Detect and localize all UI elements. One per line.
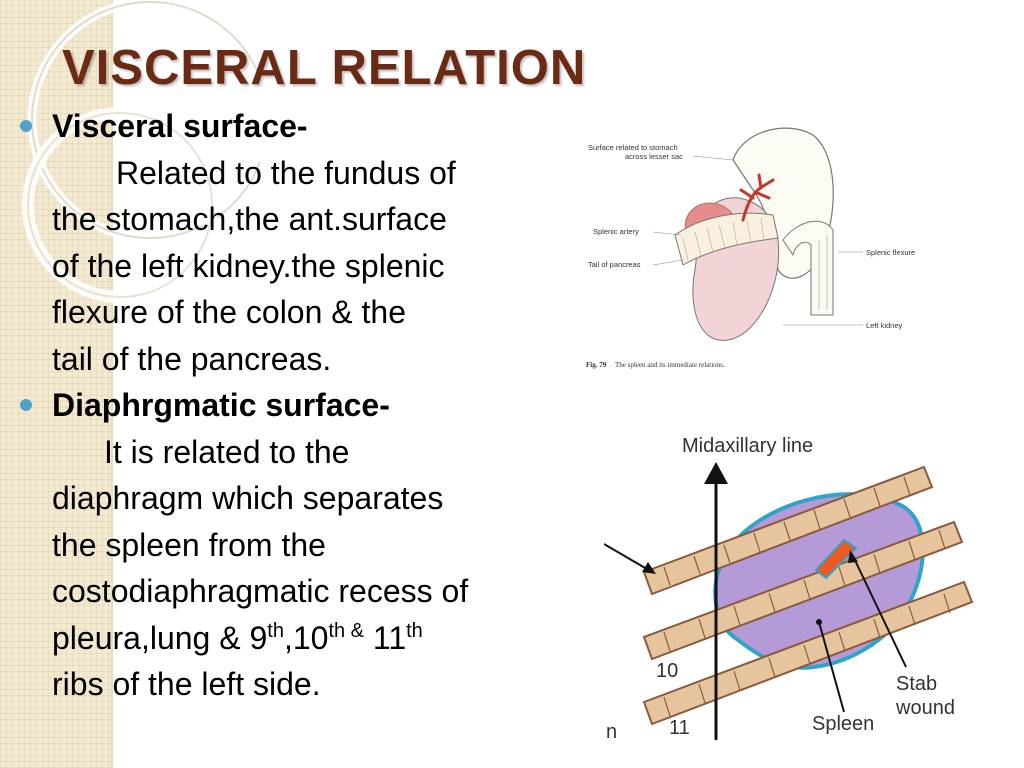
label-tail-pancreas: Tail of pancreas bbox=[588, 260, 641, 269]
bullet-diaphragmatic-surface: Diaphrgmatic surface- bbox=[18, 382, 578, 429]
label-lesser-sac: across lesser sac bbox=[625, 152, 683, 161]
pancreas-tail-shape bbox=[674, 212, 779, 266]
text-line: the stomach,the ant.surface bbox=[52, 201, 447, 237]
text-line: Related to the fundus of bbox=[116, 154, 456, 191]
stab-wound-figure: Midaxillary line 10 11 n Spleen Stab wou… bbox=[604, 435, 974, 740]
bullet-heading: Visceral surface- bbox=[52, 108, 308, 144]
text-line: costodiaphragmatic recess of bbox=[52, 573, 469, 609]
label-splenic-flexure: Splenic flexure bbox=[866, 248, 915, 257]
superscript: th & bbox=[328, 619, 365, 642]
figure-caption-text: The spleen and its immediate relations. bbox=[615, 361, 725, 369]
band-edge bbox=[111, 0, 113, 768]
stab-wound-shape bbox=[814, 538, 858, 580]
decorative-rings bbox=[22, 0, 260, 303]
text-line: diaphragm which separates bbox=[52, 480, 444, 516]
text-line: ribs of the left side. bbox=[52, 666, 321, 702]
bullet-dot-icon bbox=[20, 120, 32, 132]
text-line: It is related to the bbox=[104, 433, 350, 470]
label-stab: Stab bbox=[896, 673, 937, 695]
text-fragment: 11 bbox=[364, 619, 407, 656]
figure-caption-number: Fig. 79 bbox=[586, 361, 607, 369]
label-rib-11: 11 bbox=[669, 717, 690, 739]
splenic-flexure-shape bbox=[782, 220, 834, 316]
visceral-paragraph: Related to the fundus of the stomach,the… bbox=[18, 150, 578, 383]
slide-title: VISCERAL RELATION bbox=[62, 41, 587, 95]
text-line-ribs: pleura,lung & 9th,10th & 11th bbox=[52, 615, 578, 662]
pointer-arrow-icon bbox=[642, 562, 656, 574]
decorative-left-band bbox=[0, 0, 112, 768]
rib-lower bbox=[642, 580, 974, 726]
label-stomach-surface: Surface related to stomach bbox=[588, 143, 678, 152]
label-splenic-artery: Splenic artery bbox=[593, 227, 639, 236]
text-line: flexure of the colon & the bbox=[52, 294, 406, 330]
slide-content: Visceral surface- Related to the fundus … bbox=[18, 103, 578, 708]
bullet-dot-icon bbox=[20, 399, 32, 411]
label-partial: n bbox=[606, 721, 617, 740]
diaphragmatic-paragraph: It is related to the diaphragm which sep… bbox=[18, 429, 578, 708]
label-wound: wound bbox=[895, 697, 955, 719]
arrow-up-icon bbox=[704, 462, 728, 484]
label-rib-10: 10 bbox=[656, 660, 678, 682]
splenic-artery-shape bbox=[739, 173, 775, 222]
label-spleen: Spleen bbox=[812, 713, 874, 735]
superscript: th bbox=[406, 619, 423, 642]
text-line: the spleen from the bbox=[52, 526, 326, 563]
spleen-relations-figure: Surface related to stomach across lesser… bbox=[586, 127, 915, 369]
label-left-kidney: Left kidney bbox=[866, 321, 903, 330]
bullet-visceral-surface: Visceral surface- bbox=[18, 103, 578, 150]
text-line: tail of the pancreas. bbox=[52, 340, 332, 377]
label-midaxillary-line: Midaxillary line bbox=[682, 435, 813, 457]
text-fragment: ,10 bbox=[283, 619, 329, 656]
superscript: th bbox=[267, 619, 284, 642]
text-line: of the left kidney.the splenic bbox=[52, 247, 445, 284]
text-fragment: pleura,lung & 9 bbox=[52, 619, 268, 656]
bullet-heading: Diaphrgmatic surface- bbox=[52, 387, 390, 423]
